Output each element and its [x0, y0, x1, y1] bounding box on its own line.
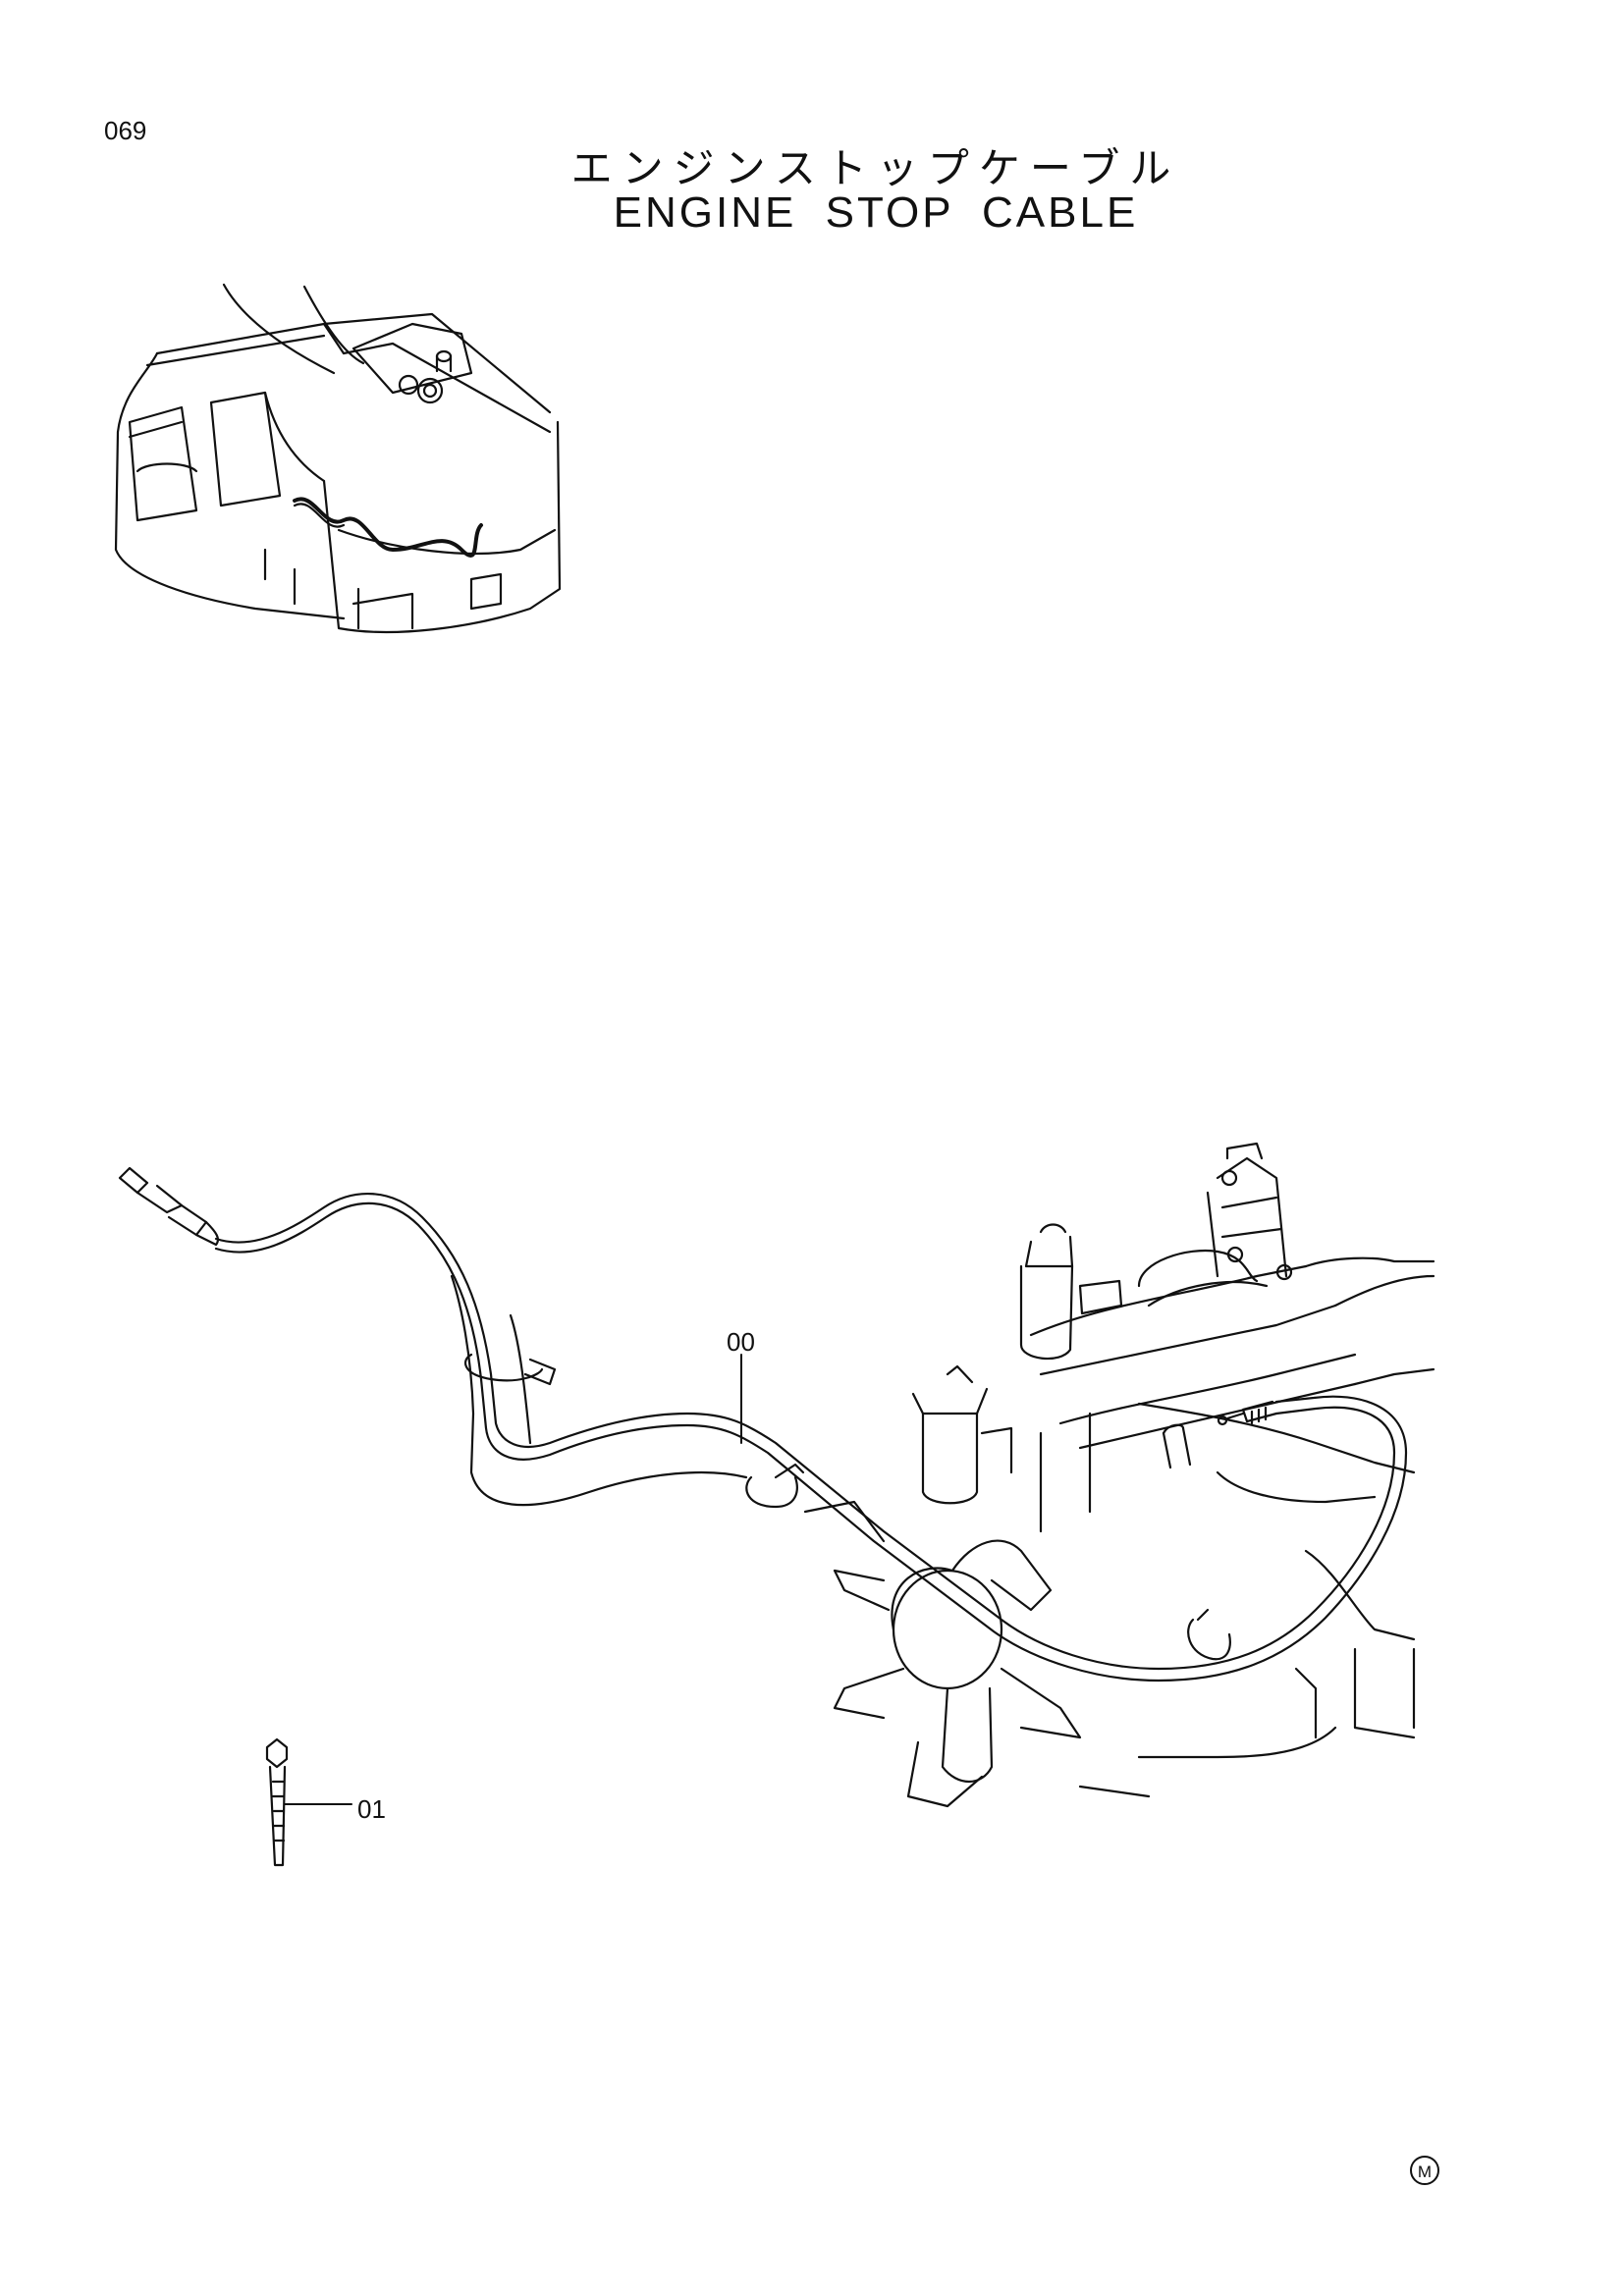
excavator-overview-drawing	[114, 283, 562, 634]
title-english: ENGINE STOP CABLE	[613, 188, 1139, 237]
manual-mark: M	[1410, 2156, 1439, 2185]
title-japanese: エンジンストップケーブル	[570, 144, 1181, 192]
page-number: 069	[104, 116, 147, 145]
callout-tie: 01	[357, 1794, 386, 1824]
engine-assembly-drawing	[833, 1142, 1435, 1808]
cable-tie-01	[265, 1737, 352, 1867]
callout-cable: 00	[727, 1327, 755, 1357]
engine-stop-cable-00	[118, 1166, 1408, 1682]
